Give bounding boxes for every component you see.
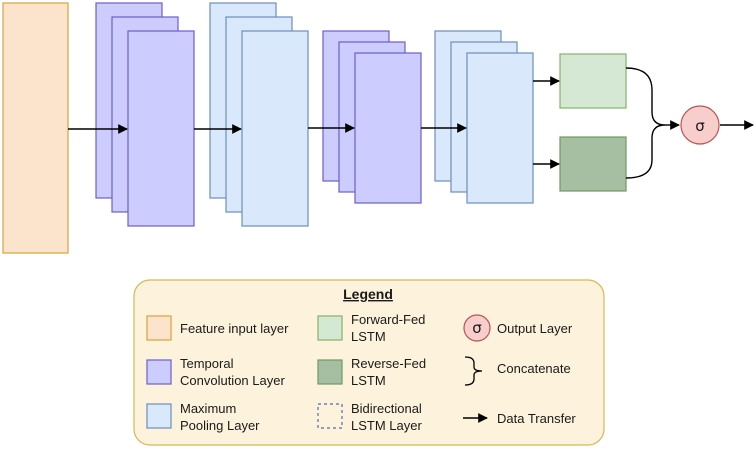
- legend-output-sigma: σ: [472, 319, 482, 337]
- temporal-convolution-stack-2: [322, 30, 422, 204]
- legend-temporal-label-line2: Convolution Layer: [180, 373, 285, 388]
- legend-temporal-label-line1: Temporal: [180, 356, 234, 371]
- output-node: [680, 105, 720, 145]
- legend-forward-swatch: [317, 315, 343, 341]
- concatenate-brace: [625, 67, 666, 179]
- output-layer: σ: [680, 105, 720, 145]
- legend-title: Legend: [343, 286, 393, 302]
- legend-transfer-label: Data Transfer: [497, 411, 576, 426]
- legend-feature-swatch: [146, 315, 172, 341]
- data-transfer-arrows: [68, 67, 754, 179]
- legend-reverse-label-line1: Reverse-Fed: [351, 356, 426, 371]
- legend-bidirectional-label-line1: Bidirectional: [351, 401, 422, 416]
- reverse-fed-lstm-block: [559, 136, 627, 192]
- pooling-map: [241, 30, 309, 227]
- legend-reverse-label-line2: LSTM: [351, 373, 386, 388]
- legend-concatenate-icon: [464, 356, 483, 386]
- legend-output-icon: [463, 314, 491, 342]
- sigma-symbol: σ: [695, 117, 705, 135]
- legend-concatenate-label: Concatenate: [497, 361, 571, 376]
- forward-fed-lstm-block: [559, 53, 627, 109]
- legend-pooling-label-line2: Pooling Layer: [180, 418, 260, 433]
- legend-pooling-label-line1: Maximum: [180, 401, 236, 416]
- legend-reverse-swatch: [317, 359, 343, 385]
- pooling-map: [466, 52, 534, 204]
- legend-temporal-swatch: [146, 359, 172, 385]
- legend-forward-label-line1: Forward-Fed: [351, 312, 425, 327]
- max-pooling-stack-2: [434, 30, 534, 204]
- temporal-convolution-map: [127, 30, 195, 227]
- legend-output-label: Output Layer: [497, 321, 573, 336]
- max-pooling-stack-1: [209, 2, 309, 227]
- legend-bidirectional-swatch: [317, 403, 343, 429]
- temporal-convolution-stack-1: [95, 2, 195, 227]
- legend-forward-label-line2: LSTM: [351, 329, 386, 344]
- legend: Legend Feature input layer Temporal Conv…: [133, 279, 605, 446]
- legend-feature-label: Feature input layer: [180, 321, 289, 336]
- temporal-convolution-map: [354, 52, 422, 204]
- feature-input-layer: [2, 2, 69, 254]
- legend-pooling-swatch: [146, 403, 172, 429]
- legend-bidirectional-label-line2: LSTM Layer: [351, 418, 422, 433]
